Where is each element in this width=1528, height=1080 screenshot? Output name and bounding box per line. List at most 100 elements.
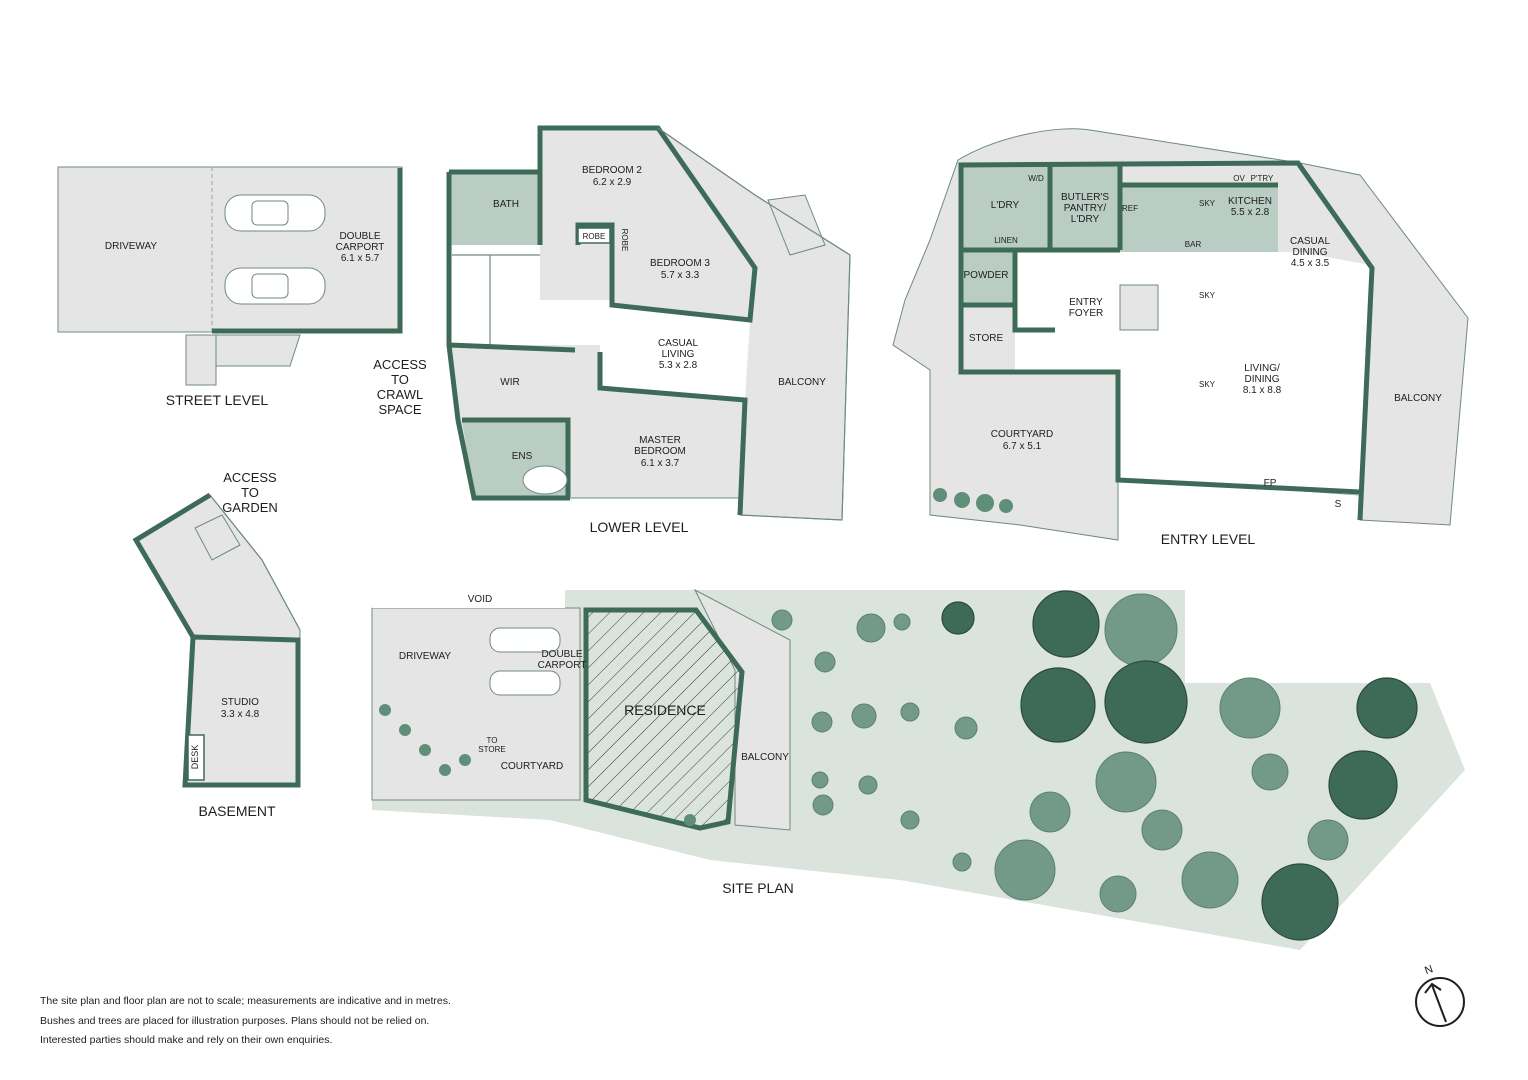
access-garden-line-3: GARDEN (222, 500, 278, 515)
bathtub-icon (522, 465, 568, 495)
bush-icon (900, 702, 920, 722)
wd-label: W/D (1028, 174, 1044, 183)
robe-label-2: ROBE (620, 229, 629, 252)
lower-balcony-stair (767, 194, 826, 256)
carport-dimensions: 6.1 x 5.7 (341, 253, 380, 264)
driveway-label: DRIVEWAY (105, 241, 158, 252)
leaf-plant-icon (1099, 875, 1137, 913)
master-bedroom-dimensions: 6.1 x 3.7 (641, 458, 680, 469)
car-icon (224, 194, 326, 232)
shrub-icon (459, 754, 471, 766)
basement-title: BASEMENT (198, 803, 275, 819)
to-store-label: TO (487, 736, 498, 745)
butlers-pantry-label-2: PANTRY/ (1064, 203, 1107, 214)
fireplace-label: FP (1264, 478, 1277, 489)
access-garden-line-2: TO (241, 485, 259, 500)
bath-label: BATH (493, 199, 519, 210)
entry-level-plan: L'DRY W/D BUTLER'S PANTRY/ L'DRY OV P'TR… (892, 128, 1469, 547)
powder-label: POWDER (964, 270, 1009, 281)
site-plan: VOID DRIVEWAY DOUBLE CARPORT RESIDENCE T… (371, 588, 1465, 950)
residence-label: RESIDENCE (624, 702, 706, 718)
leaf-plant-icon (1251, 753, 1289, 791)
bush-icon (851, 703, 877, 729)
tree-icon (1261, 863, 1339, 941)
entry-foyer-label: ENTRY (1069, 297, 1103, 308)
shrub-icon (399, 724, 411, 736)
bush-icon (812, 794, 834, 816)
desk-box (187, 734, 205, 781)
casual-living-wall (448, 342, 748, 516)
shrub-icon (379, 704, 391, 716)
storage-label: S (1335, 499, 1342, 510)
tree-icon (1032, 590, 1100, 658)
site-carport-label-2: CARPORT (538, 660, 587, 671)
lower-balcony-label: BALCONY (778, 377, 826, 388)
bush-icon (858, 775, 878, 795)
desk-label: DESK (190, 745, 200, 770)
pantry-label: P'TRY (1251, 174, 1274, 183)
ens-wall (462, 417, 571, 497)
site-balcony-label: BALCONY (741, 752, 789, 763)
tree-icon (994, 839, 1056, 901)
kitchen-area (1120, 185, 1278, 252)
robe-label: ROBE (583, 232, 606, 241)
living-dining-dimensions: 8.1 x 8.8 (1243, 385, 1282, 396)
residence-footprint (583, 607, 745, 831)
linen-label: LINEN (994, 236, 1018, 245)
entry-courtyard-label: COURTYARD (991, 429, 1053, 440)
studio-label: STUDIO (221, 697, 259, 708)
bush-icon (954, 716, 978, 740)
site-plan-title: SITE PLAN (722, 880, 794, 896)
street-floor (57, 166, 403, 333)
leaf-plant-icon (1029, 791, 1071, 833)
bedroom3-dimensions: 5.7 x 3.3 (661, 270, 700, 281)
kitchen-dimensions: 5.5 x 2.8 (1231, 207, 1270, 218)
svg-text:CRAWL: CRAWL (377, 387, 423, 402)
living-dining-label-2: DINING (1245, 374, 1280, 385)
shrub-icon (439, 764, 451, 776)
car-icon (224, 267, 326, 305)
leaf-plant-icon (1307, 819, 1349, 861)
casual-dining-label-2: DINING (1293, 247, 1328, 258)
entry-level-title: ENTRY LEVEL (1161, 531, 1256, 547)
wir-label: WIR (500, 377, 519, 388)
powder-wet-area (961, 250, 1015, 305)
to-store-label-2: STORE (478, 745, 505, 754)
tree-icon (1104, 593, 1178, 667)
entry-courtyard-dimensions: 6.7 x 5.1 (1003, 441, 1042, 452)
bath-wet-area (449, 172, 540, 245)
laundry-label: L'DRY (991, 200, 1020, 211)
street-level-plan: DRIVEWAY DOUBLE CARPORT 6.1 x 5.7 STREET… (57, 166, 403, 408)
svg-text:TO: TO (391, 372, 409, 387)
north-compass-icon (1415, 977, 1465, 1027)
butlers-pantry-label-3: L'DRY (1071, 214, 1100, 225)
foyer-floor (1015, 250, 1120, 370)
void-label: VOID (468, 594, 492, 605)
store-label: STORE (969, 333, 1004, 344)
shrub-icon (999, 499, 1013, 513)
north-label: N (1423, 963, 1435, 977)
tree-icon (1356, 677, 1418, 739)
disclaimer-line-3: Interested parties should make and rely … (40, 1034, 332, 1046)
bush-icon (856, 613, 886, 643)
bush-icon (900, 810, 920, 830)
access-garden-line-1: ACCESS (223, 470, 277, 485)
lower-level-title: LOWER LEVEL (590, 519, 689, 535)
living-floor (1118, 252, 1370, 495)
entry-north-wall (958, 160, 1375, 521)
basement-stair (194, 514, 241, 561)
car-icon (489, 627, 561, 653)
access-crawl-label: ACCESS TO CRAWL SPACE (373, 357, 427, 417)
casual-dining-label: CASUAL (1290, 236, 1330, 247)
bedroom3-label: BEDROOM 3 (650, 258, 710, 269)
lower-balcony-outline (657, 127, 851, 521)
tree-icon (1020, 667, 1096, 743)
street-stair (215, 334, 301, 367)
site-driveway-label: DRIVEWAY (399, 651, 452, 662)
site-courtyard-label: COURTYARD (501, 761, 563, 772)
shrub-icon (684, 814, 696, 826)
bush-icon (811, 711, 833, 733)
master-bedroom-label-2: BEDROOM (634, 446, 686, 457)
shrub-icon (976, 494, 994, 512)
